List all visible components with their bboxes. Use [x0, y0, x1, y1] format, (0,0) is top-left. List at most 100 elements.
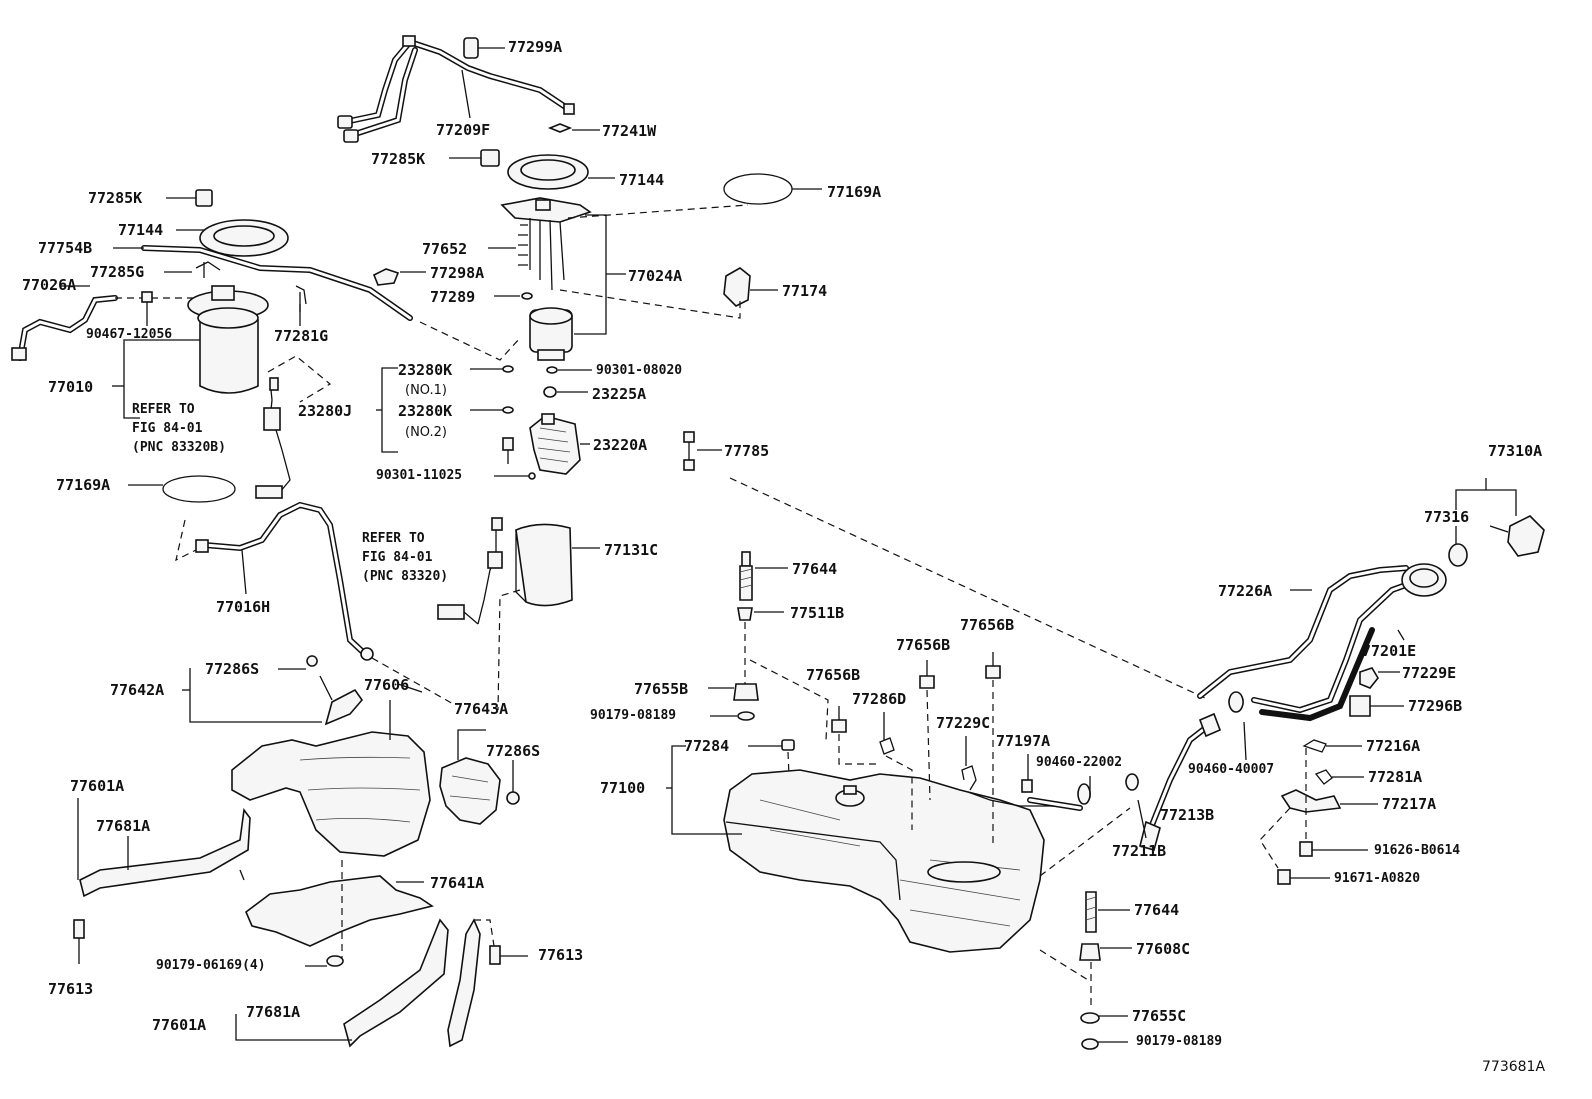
part-label[interactable]: 77655C: [1132, 1007, 1187, 1025]
clip-77299a: [463, 37, 505, 59]
part-label[interactable]: 77286S: [486, 742, 541, 760]
part-label[interactable]: 77026A: [22, 276, 77, 294]
part-label[interactable]: 77785: [724, 442, 770, 460]
part-label[interactable]: 77229E: [1402, 664, 1457, 682]
part-label[interactable]: 77285G: [90, 263, 145, 281]
refer-note-83320[interactable]: REFER TO FIG 84-01 (PNC 83320): [362, 531, 448, 585]
refer-line: (PNC 83320): [362, 569, 449, 584]
part-label[interactable]: 77216A: [1366, 737, 1421, 755]
part-label[interactable]: 77213B: [1160, 806, 1215, 824]
part-label[interactable]: 77656B: [960, 616, 1015, 634]
part-label[interactable]: 77024A: [628, 267, 683, 285]
part-label[interactable]: 77754B: [38, 239, 93, 257]
refer-line: FIG 84-01: [132, 421, 203, 436]
part-label[interactable]: 77226A: [1218, 582, 1273, 600]
refer-line: FIG 84-01: [362, 550, 433, 565]
part-label[interactable]: 77656B: [896, 636, 951, 654]
part-label[interactable]: 23280K: [398, 361, 453, 379]
part-label[interactable]: 77144: [118, 221, 164, 239]
part-label[interactable]: 77284: [684, 737, 730, 755]
part-label[interactable]: 77299A: [508, 38, 563, 56]
fuel-cap-77310a: [1455, 478, 1545, 557]
part-label[interactable]: 77169A: [56, 476, 111, 494]
part-label[interactable]: 23225A: [592, 385, 647, 403]
part-label-note: (NO.2): [405, 425, 447, 440]
part-label[interactable]: 77016H: [216, 598, 271, 616]
part-label[interactable]: 90460-22002: [1036, 755, 1123, 770]
part-label[interactable]: 90467-12056: [86, 327, 173, 342]
refer-line: (PNC 83320B): [132, 440, 226, 455]
part-label[interactable]: 77656B: [806, 666, 861, 684]
part-label[interactable]: 77281A: [1368, 768, 1423, 786]
fuel-filter-77010: [112, 285, 269, 419]
wire-harness: [337, 35, 575, 143]
part-label[interactable]: 77681A: [96, 817, 151, 835]
part-label[interactable]: 77310A: [1488, 442, 1543, 460]
strap-upper: [77, 798, 251, 898]
part-label[interactable]: 90460-40007: [1188, 762, 1275, 777]
part-label[interactable]: 90301-08020: [596, 363, 683, 378]
part-label[interactable]: 77100: [600, 779, 646, 797]
part-label[interactable]: 77641A: [430, 874, 485, 892]
part-label[interactable]: 90179-06169(4): [156, 958, 266, 973]
part-label[interactable]: 23280K: [398, 402, 453, 420]
pump-bracket-77131c: [437, 517, 600, 711]
part-label[interactable]: 77229C: [936, 714, 991, 732]
heat-shield-77606: [231, 700, 431, 857]
part-label[interactable]: 77608C: [1136, 940, 1191, 958]
part-label[interactable]: 77316: [1424, 508, 1470, 526]
part-label[interactable]: 77613: [538, 946, 584, 964]
part-label-note: (NO.1): [405, 383, 447, 398]
part-label[interactable]: 77642A: [110, 681, 165, 699]
part-label[interactable]: 77010: [48, 378, 94, 396]
heat-shield-77643a: [439, 757, 501, 825]
part-label[interactable]: 77217A: [1382, 795, 1437, 813]
part-label[interactable]: 77606: [364, 676, 410, 694]
refer-note-83320b[interactable]: REFER TO FIG 84-01 (PNC 83320B): [132, 402, 226, 456]
part-label[interactable]: 90179-08189: [1136, 1034, 1223, 1049]
part-label[interactable]: 77601A: [152, 1016, 207, 1034]
part-label[interactable]: 77286D: [852, 690, 907, 708]
part-label[interactable]: 77681A: [246, 1003, 301, 1021]
part-label[interactable]: 77655B: [634, 680, 689, 698]
part-label[interactable]: 77197A: [996, 732, 1051, 750]
part-label[interactable]: 77643A: [454, 700, 509, 718]
part-label[interactable]: 77201E: [1362, 642, 1417, 660]
refer-line: REFER TO: [362, 531, 425, 546]
fuel-pump-assembly: [500, 197, 626, 361]
part-label[interactable]: 77644: [1134, 901, 1180, 919]
part-label[interactable]: 77613: [48, 980, 94, 998]
figure-id: 773681A: [1482, 1059, 1546, 1075]
pump-motor-23220a: [529, 413, 590, 475]
part-label[interactable]: 77296B: [1408, 697, 1463, 715]
filler-hose-77213b: [1139, 712, 1222, 851]
part-label[interactable]: 77169A: [827, 183, 882, 201]
part-label[interactable]: 77511B: [790, 604, 845, 622]
part-label[interactable]: 90179-08189: [590, 708, 677, 723]
part-label[interactable]: 23220A: [593, 436, 648, 454]
part-label[interactable]: 77644: [792, 560, 838, 578]
part-label[interactable]: 91626-B0614: [1374, 843, 1461, 858]
part-label[interactable]: 77652: [422, 240, 468, 258]
part-label[interactable]: 23280J: [298, 402, 353, 420]
part-label[interactable]: 77285K: [371, 150, 426, 168]
part-label[interactable]: 77286S: [205, 660, 260, 678]
part-label[interactable]: 77174: [782, 282, 828, 300]
part-label[interactable]: 90301-11025: [376, 468, 463, 483]
part-label[interactable]: 77241W: [602, 122, 657, 140]
part-label[interactable]: 77209F: [436, 121, 491, 139]
fuel-tank-77100: [723, 769, 1045, 953]
part-label[interactable]: 77131C: [604, 541, 659, 559]
part-label[interactable]: 77281G: [274, 327, 329, 345]
part-label[interactable]: 77285K: [88, 189, 143, 207]
part-label[interactable]: 77144: [619, 171, 665, 189]
part-label[interactable]: 77289: [430, 288, 476, 306]
part-label[interactable]: 77211B: [1112, 842, 1167, 860]
part-label[interactable]: 77601A: [70, 777, 125, 795]
part-label[interactable]: 77298A: [430, 264, 485, 282]
ring-77144-top: [507, 154, 615, 190]
part-label[interactable]: 91671-A0820: [1334, 871, 1421, 886]
filler-pipe-77201e: [1251, 563, 1447, 722]
